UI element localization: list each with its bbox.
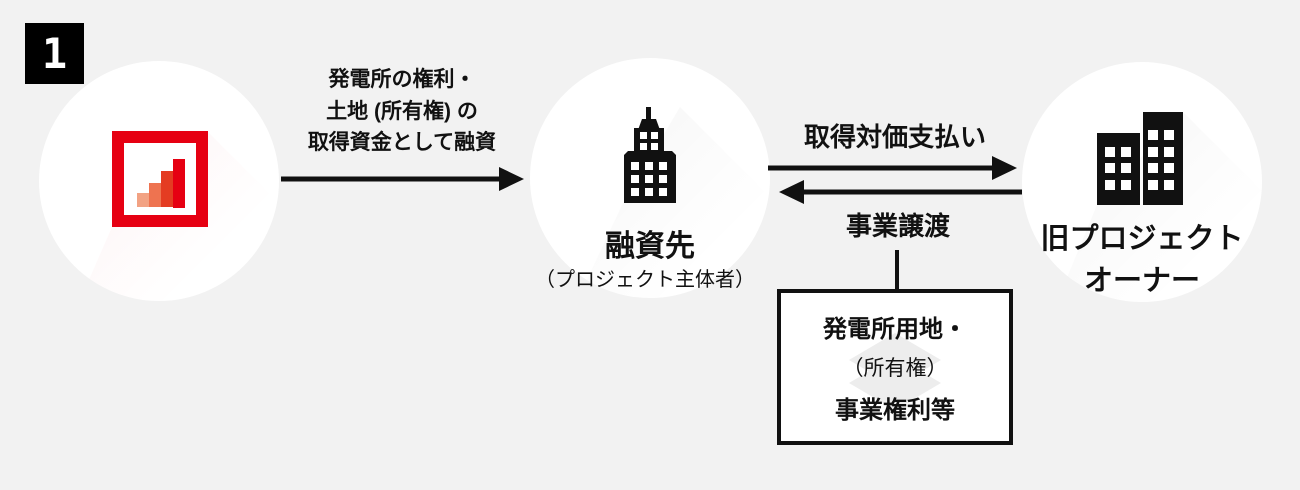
payment-arrow-label: 取得対価支払い xyxy=(803,122,986,152)
step-badge: 1 xyxy=(25,23,84,84)
payment-arrow xyxy=(768,156,1017,180)
asset-box-line3: 事業権利等 xyxy=(835,397,955,424)
asset-box: 発電所用地・ （所有権） 事業権利等 xyxy=(777,289,1013,445)
old-owner-title: 旧プロジェクト オーナー xyxy=(992,218,1292,302)
bar-chart-logo-icon xyxy=(112,131,208,227)
transfer-arrow xyxy=(779,180,1022,204)
skyscraper-icon xyxy=(624,107,676,203)
loan-arrow xyxy=(281,167,524,191)
loan-label-line3: 取得資金として融資 xyxy=(307,131,497,154)
old-owner-node xyxy=(1022,62,1262,302)
old-owner-title-line2: オーナー xyxy=(1083,265,1200,297)
loan-label-line2: 土地 (所有権) の xyxy=(326,99,478,123)
borrower-subtitle: （プロジェクト主体者） xyxy=(535,269,755,291)
diamond-watermark-icon xyxy=(849,333,941,410)
old-owner-title-line1: 旧プロジェクト xyxy=(1040,223,1244,255)
borrower-title: 融資先 xyxy=(605,230,695,263)
asset-box-line2: （所有権） xyxy=(842,357,948,380)
loan-label-line1: 発電所の権利・ xyxy=(328,68,476,91)
transfer-arrow-label: 事業譲渡 xyxy=(845,211,950,241)
borrower-node xyxy=(530,58,770,298)
loan-arrow-label: 発電所の権利・ 土地 (所有権) の 取得資金として融資 xyxy=(252,64,552,159)
asset-box-line1: 発電所用地・ xyxy=(823,316,967,343)
lender-node xyxy=(39,61,279,301)
two-buildings-icon xyxy=(1097,112,1183,205)
